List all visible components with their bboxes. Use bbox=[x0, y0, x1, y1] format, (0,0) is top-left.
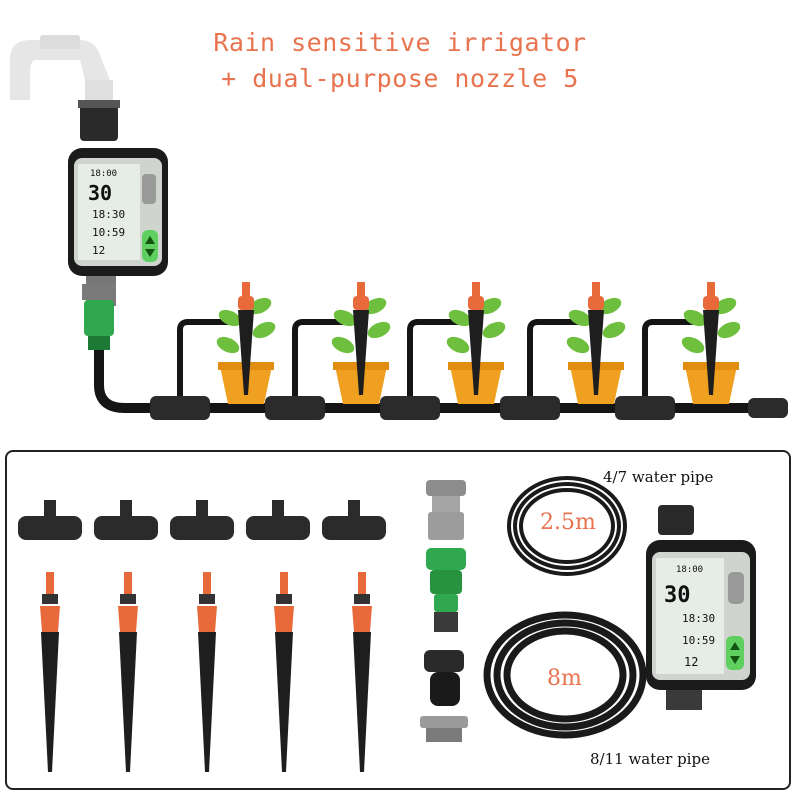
kit-nozzle-stake bbox=[40, 572, 60, 772]
plant-branch bbox=[500, 282, 626, 420]
kit-nozzle-stake bbox=[197, 572, 217, 772]
kit-stakes bbox=[40, 572, 372, 772]
headline-line-1: Rain sensitive irrigator bbox=[213, 28, 587, 57]
kit-tee-connector bbox=[18, 500, 82, 540]
plant-branch bbox=[150, 282, 276, 420]
timer-clock: 18:00 bbox=[90, 169, 117, 179]
plant-branch bbox=[615, 282, 741, 420]
plant-branch bbox=[380, 282, 506, 420]
kit-tee-connector bbox=[322, 500, 386, 540]
green-quick-connector bbox=[82, 284, 116, 350]
svg-text:18:00: 18:00 bbox=[676, 565, 703, 575]
svg-text:30: 30 bbox=[664, 583, 691, 608]
coil-4-7-pipe bbox=[507, 476, 627, 576]
timer-unit-main: 18:00 30 18:30 10:59 12 bbox=[68, 100, 168, 306]
svg-text:12: 12 bbox=[684, 655, 698, 669]
label-8-11-pipe: 8/11 water pipe bbox=[590, 750, 710, 768]
faucet bbox=[10, 35, 113, 102]
label-4-7-pipe: 4/7 water pipe bbox=[603, 468, 714, 486]
kit-fittings bbox=[420, 480, 468, 742]
headline-line-2: + dual-purpose nozzle 5 bbox=[221, 64, 579, 93]
kit-tees bbox=[18, 500, 386, 540]
kit-nozzle-stake bbox=[352, 572, 372, 772]
svg-text:18:30: 18:30 bbox=[92, 208, 125, 221]
coil-8-11-pipe bbox=[483, 611, 647, 739]
svg-text:10:59: 10:59 bbox=[92, 226, 125, 239]
main-pipe bbox=[94, 350, 770, 413]
kit-contents-frame bbox=[5, 450, 791, 790]
length-2-5m: 2.5m bbox=[540, 510, 596, 535]
drip-branches bbox=[150, 282, 741, 420]
kit-tee-connector bbox=[170, 500, 234, 540]
svg-text:10:59: 10:59 bbox=[682, 634, 715, 647]
kit-nozzle-stake bbox=[274, 572, 294, 772]
kit-tee-connector bbox=[94, 500, 158, 540]
plant-branch bbox=[265, 282, 391, 420]
kit-tee-connector bbox=[246, 500, 310, 540]
kit-nozzle-stake bbox=[118, 572, 138, 772]
svg-text:12: 12 bbox=[92, 244, 105, 257]
timer-unit-kit: 18:00 30 18:30 10:59 12 bbox=[646, 505, 756, 710]
timer-up-down-button bbox=[142, 230, 158, 262]
svg-text:30: 30 bbox=[88, 181, 112, 205]
svg-text:18:30: 18:30 bbox=[682, 612, 715, 625]
length-8m: 8m bbox=[547, 666, 582, 691]
